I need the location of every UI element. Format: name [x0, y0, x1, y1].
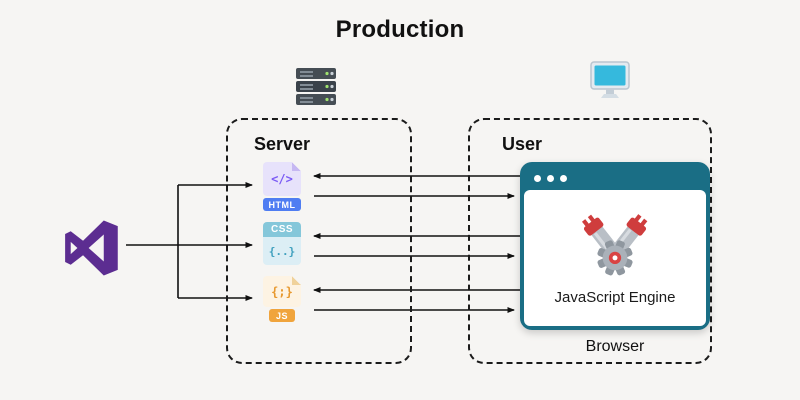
window-dot-icon — [547, 174, 554, 182]
server-label: Server — [254, 134, 311, 154]
page-fold — [292, 276, 301, 285]
css-file-icon: CSS {..} — [262, 222, 302, 265]
server-box — [226, 118, 412, 364]
html-file-glyph: </> — [263, 162, 301, 196]
browser-window: JavaScript Engine — [520, 162, 710, 330]
browser-content: JavaScript Engine — [524, 190, 706, 326]
user-box — [468, 118, 712, 364]
page-fold — [292, 162, 301, 171]
user-label: User — [502, 134, 543, 154]
window-dot-icon — [534, 174, 541, 182]
visual-studio-logo-icon — [65, 220, 118, 276]
js-file-badge: JS — [269, 309, 295, 322]
browser-titlebar — [524, 166, 706, 190]
html-file-badge: HTML — [263, 198, 301, 211]
browser-label: Browser — [585, 338, 645, 355]
html-file-icon: </> HTML — [262, 162, 302, 211]
window-dot-icon — [560, 174, 567, 182]
monitor-icon — [590, 61, 630, 98]
diagram-title: Production — [335, 16, 465, 43]
css-file-badge: CSS — [263, 222, 301, 237]
engine-icon — [581, 213, 648, 275]
server-rack-icon — [296, 68, 336, 105]
css-file-glyph: {..} — [263, 237, 301, 265]
js-file-icon: {;} JS — [262, 276, 302, 322]
engine-label: JavaScript Engine — [554, 288, 676, 306]
js-file-glyph: {;} — [263, 276, 301, 307]
